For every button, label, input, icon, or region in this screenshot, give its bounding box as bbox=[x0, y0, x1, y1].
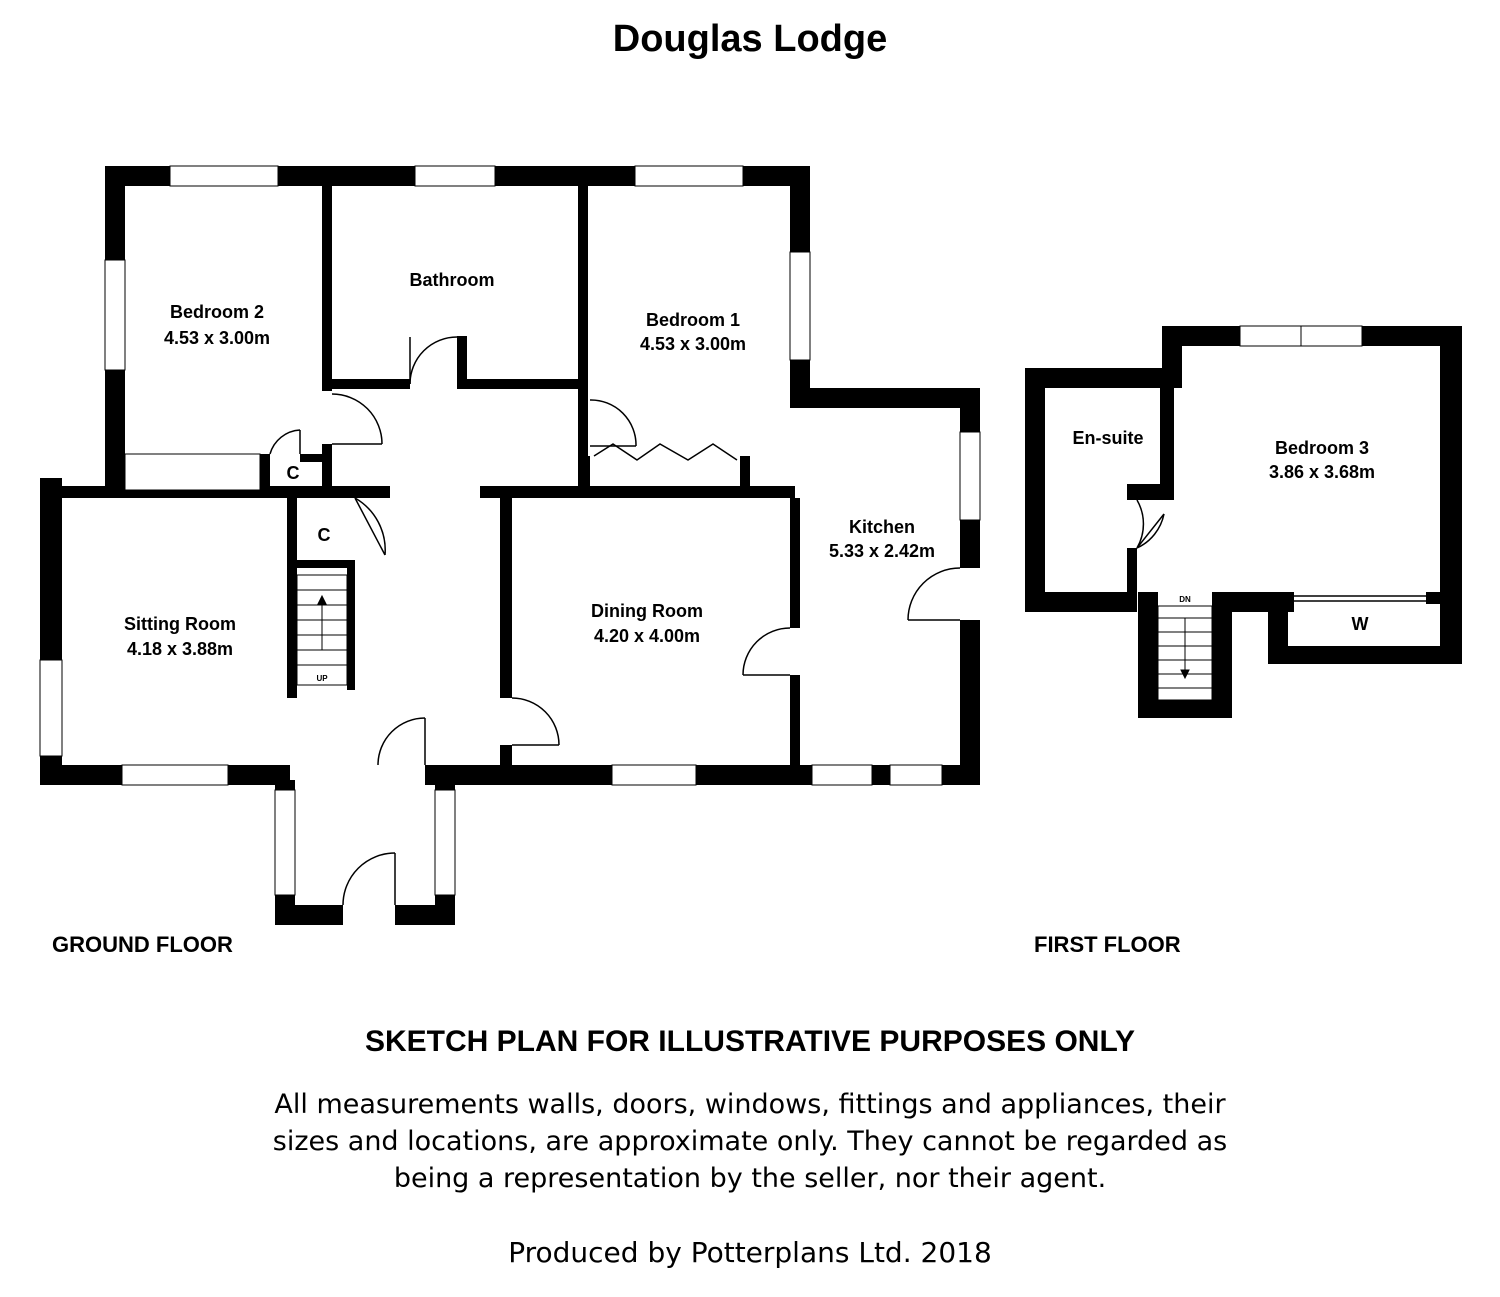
bedroom2-name: Bedroom 2 bbox=[170, 302, 264, 322]
first-floor-windows bbox=[1239, 325, 1363, 347]
ground-floor-doors bbox=[269, 336, 961, 906]
disclaimer-heading: SKETCH PLAN FOR ILLUSTRATIVE PURPOSES ON… bbox=[364, 1025, 1136, 1058]
credit-line: Produced by Potterplans Ltd. 2018 bbox=[508, 1236, 992, 1269]
sitting-room-size: 4.18 x 3.88m bbox=[127, 639, 233, 659]
disclaimer-text: All measurements walls, doors, windows, … bbox=[272, 1089, 1228, 1194]
first-floor-doors bbox=[1136, 499, 1426, 602]
ground-floor-label: GROUND FLOOR bbox=[52, 932, 233, 957]
stairs-down-label: DN bbox=[1179, 595, 1191, 604]
bedroom3-size: 3.86 x 3.68m bbox=[1269, 462, 1375, 482]
dining-room-size: 4.20 x 4.00m bbox=[594, 626, 700, 646]
first-floor-walls bbox=[1025, 326, 1462, 718]
bedroom2-size: 4.53 x 3.00m bbox=[164, 328, 270, 348]
dining-room-name: Dining Room bbox=[591, 601, 703, 621]
ensuite-name: En-suite bbox=[1072, 428, 1143, 448]
sitting-room-name: Sitting Room bbox=[124, 614, 236, 634]
plan-title: Douglas Lodge bbox=[612, 18, 888, 60]
ground-stairs bbox=[296, 574, 348, 686]
floor-plan: Bedroom 2 4.53 x 3.00m Bathroom Bedroom … bbox=[39, 165, 1462, 957]
bedroom3-name: Bedroom 3 bbox=[1275, 438, 1369, 458]
first-floor-label: FIRST FLOOR bbox=[1034, 932, 1181, 957]
bedroom1-name: Bedroom 1 bbox=[646, 310, 740, 330]
bathroom-name: Bathroom bbox=[410, 270, 495, 290]
bedroom1-size: 4.53 x 3.00m bbox=[640, 334, 746, 354]
cupboard-label: C bbox=[287, 463, 300, 483]
wardrobe-label: W bbox=[1352, 614, 1369, 634]
ground-floor-windows bbox=[39, 165, 981, 896]
kitchen-name: Kitchen bbox=[849, 517, 915, 537]
cupboard-label: C bbox=[318, 525, 331, 545]
kitchen-size: 5.33 x 2.42m bbox=[829, 541, 935, 561]
first-floor-stairs bbox=[1157, 605, 1213, 701]
stairs-up-label: UP bbox=[316, 674, 328, 683]
